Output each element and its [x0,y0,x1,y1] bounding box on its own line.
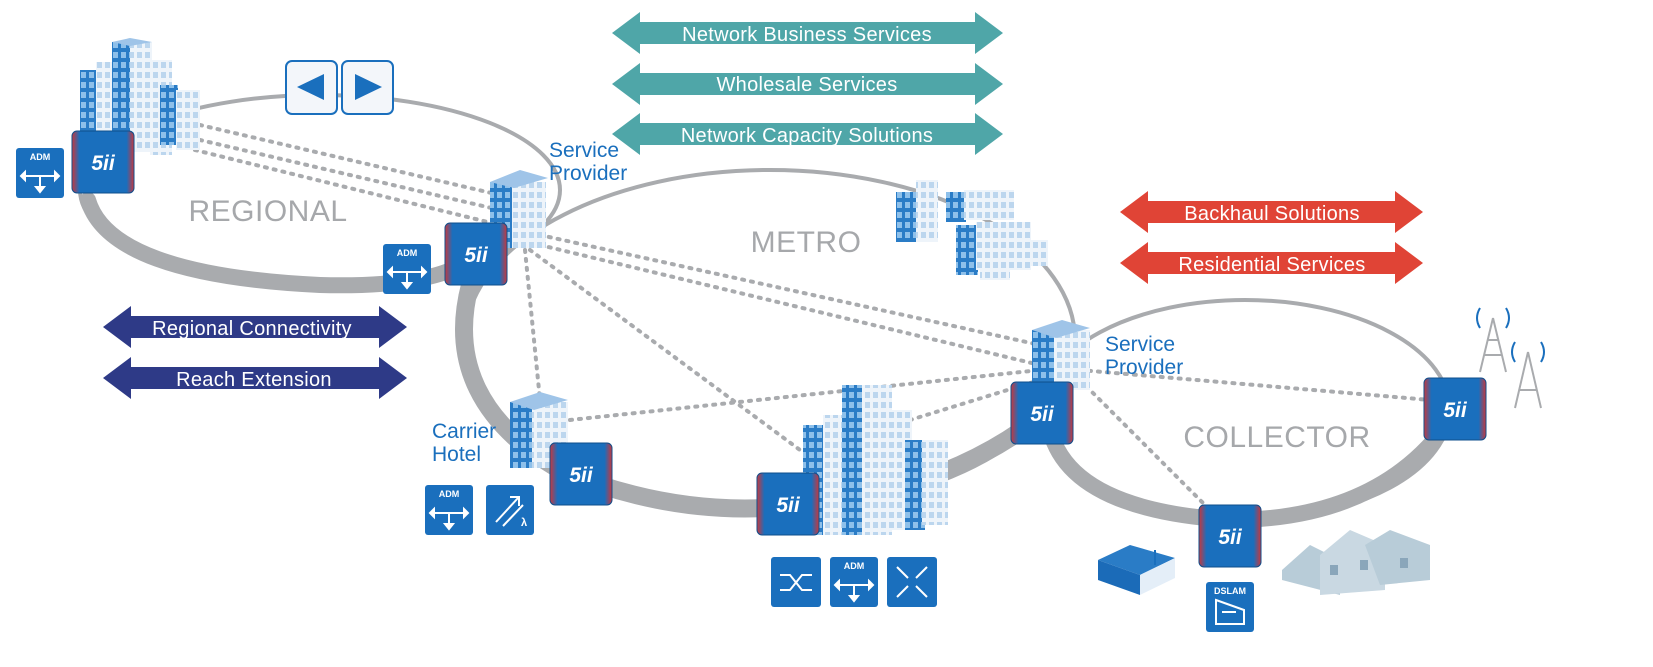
arrow-label-regional-connectivity: Regional Connectivity [152,318,352,340]
arrow-label-network-business-services: Network Business Services [682,24,932,46]
label-carrier-hotel: Carrier Hotel [432,420,496,466]
add-drop-icon [833,578,875,603]
svg-text:Service: Service [549,139,619,162]
triangle-right-icon [355,74,382,100]
building-school [1098,545,1175,595]
teal-arrow-2: Wholesale Services [612,63,1003,105]
dslam-tile: DSLAM [1206,582,1254,632]
cell-tower-icon [1476,307,1545,409]
arrow-label-residential-services: Residential Services [1178,254,1365,276]
houses-residential [1282,530,1430,595]
prev-button[interactable] [285,60,338,115]
node-service-provider-top: 5ii [444,222,508,286]
adm-tile-downtown: ADM [830,557,878,607]
svg-text:λ: λ [521,517,527,529]
triangle-left-icon [297,74,324,100]
building-cluster-regional [80,38,200,155]
crossconnect-tile [771,557,821,607]
adm-tile-carrier: ADM [425,485,473,535]
building-service-provider-right [1032,320,1090,390]
building-cluster-downtown [803,385,948,535]
node-logo: 5ii [1218,526,1243,549]
wavelength-tile: λ [486,485,534,535]
node-logo: 5ii [1443,399,1468,422]
node-logo: 5ii [1030,403,1055,426]
svg-text:Provider: Provider [549,162,627,185]
add-drop-icon [19,169,61,194]
node-downtown: 5ii [756,472,820,536]
ring-label-metro: METRO [751,226,862,259]
navy-arrow-2: Reach Extension [103,357,407,399]
node-logo: 5ii [569,464,594,487]
label-service-provider-top: Service Provider [549,139,627,185]
building-service-provider-top [490,170,548,248]
svg-text:ADM: ADM [439,489,460,499]
arrow-label-reach-extension: Reach Extension [176,369,332,391]
svg-text:Provider: Provider [1105,356,1183,379]
teal-arrow-3: Network Capacity Solutions [612,113,1003,155]
node-collector-bottom: 5ii [1198,504,1262,568]
arrow-label-backhaul-solutions: Backhaul Solutions [1184,203,1360,225]
teal-arrow-1: Network Business Services [612,12,1003,54]
ring-label-collector: COLLECTOR [1183,421,1370,454]
node-regional: 5ii [71,130,135,194]
compress-tile [887,557,937,607]
red-arrow-1: Backhaul Solutions [1120,191,1423,233]
svg-text:Service: Service [1105,333,1175,356]
adm-tile-metro-top: ADM [383,244,431,294]
label-service-provider-right: Service Provider [1105,333,1183,379]
wavelength-icon [495,496,524,527]
red-arrow-2: Residential Services [1120,242,1423,284]
svg-text:ADM: ADM [844,561,865,571]
dotted-links [193,123,1432,512]
collector-ring [1038,298,1458,529]
svg-text:Hotel: Hotel [432,443,481,466]
svg-text:DSLAM: DSLAM [1214,586,1246,596]
dslam-icon [1215,598,1245,625]
node-logo: 5ii [776,494,801,517]
navy-arrow-1: Regional Connectivity [103,306,407,348]
arrow-label-network-capacity-solutions: Network Capacity Solutions [681,125,933,147]
svg-text:ADM: ADM [30,152,51,162]
node-logo: 5ii [91,152,116,175]
svg-text:Carrier: Carrier [432,420,496,443]
arrow-label-wholesale-services: Wholesale Services [716,74,897,96]
node-service-provider-right: 5ii [1010,381,1074,445]
add-drop-icon [386,265,428,290]
svg-text:ADM: ADM [397,248,418,258]
shuffle-icon [780,574,812,591]
add-drop-icon [428,506,470,531]
building-cluster-metro [896,180,1048,280]
node-carrier-hotel: 5ii [549,442,613,506]
node-logo: 5ii [464,244,489,267]
node-collector-right: 5ii [1423,377,1487,441]
adm-tile-regional: ADM [16,148,64,198]
ring-label-regional: REGIONAL [188,195,347,228]
compress-arrows-icon [896,566,928,598]
next-button[interactable] [341,60,394,115]
